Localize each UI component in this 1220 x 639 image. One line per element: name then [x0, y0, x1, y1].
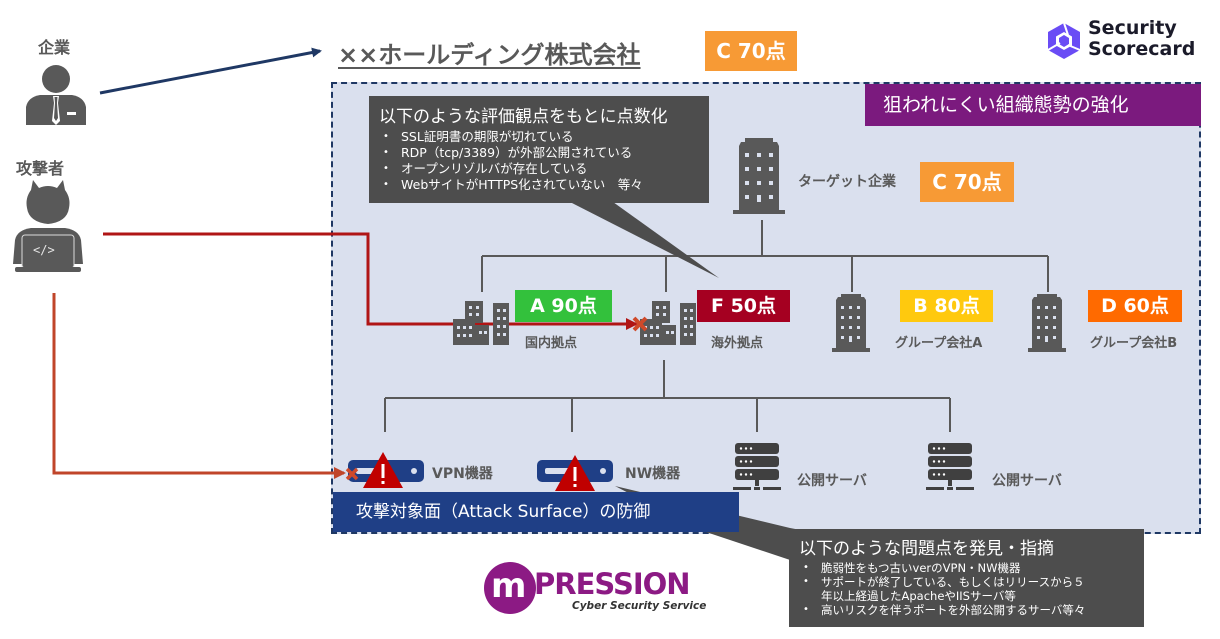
city-buildings-icon: [453, 301, 509, 345]
group-a-label: グループ会社A: [895, 336, 983, 351]
finding-item: 脆弱性をもつ古いverのVPN・NW機器: [799, 561, 1134, 575]
server-icon: [926, 443, 974, 490]
overseas-site-label: 海外拠点: [711, 336, 764, 351]
scoring-callout-title: 以下のような評価観点をもとに点数化: [379, 107, 668, 127]
ssc-line2: Scorecard: [1088, 38, 1196, 60]
hacker-icon: [13, 180, 83, 272]
securityscorecard-logo: Security Scorecard: [1046, 18, 1206, 64]
attack-surface-banner: 攻撃対象面（Attack Surface）の防御: [333, 492, 739, 532]
warning-triangle-icon: [555, 455, 595, 491]
overseas-site-score: F 50点: [697, 290, 790, 322]
blocked-x-icon: [345, 467, 359, 481]
group-a-score: B 80点: [900, 290, 993, 322]
mpression-m-mark: m: [491, 566, 527, 606]
scoring-item: オープンリゾルバが存在している: [379, 161, 699, 177]
scoring-item: RDP（tcp/3389）が外部公開されている: [379, 145, 699, 161]
office-building-icon: [832, 294, 870, 352]
holding-company-name: ××ホールディング株式会社: [338, 41, 641, 69]
findings-callout-title: 以下のような問題点を発見・指摘: [799, 539, 1054, 559]
domestic-site-label: 国内拠点: [525, 336, 578, 351]
holding-score-badge: C 70点: [705, 31, 797, 71]
target-company-label: ターゲット企業: [798, 174, 896, 190]
warning-triangle-icon: [363, 452, 403, 488]
org-posture-banner: 狙われにくい組織態勢の強化: [865, 84, 1201, 126]
nw-device-label: NW機器: [625, 466, 681, 482]
mpression-logo: m PRESSION Cyber Security Service: [484, 560, 714, 616]
scoring-item: WebサイトがHTTPS化されていない 等々: [379, 177, 699, 193]
mpression-tagline: Cyber Security Service: [572, 600, 707, 612]
scoring-criteria-callout: 以下のような評価観点をもとに点数化 SSL証明書の期限が切れている RDP（tc…: [369, 96, 709, 203]
attacker-label: 攻撃者: [16, 159, 65, 178]
company-to-holding-arrow: [99, 47, 322, 95]
office-building-icon: [733, 138, 785, 214]
laptop-code-glyph: </>: [33, 243, 55, 257]
finding-item-continuation: 年以上経過したApacheやIISサーバ等: [821, 589, 1016, 603]
finding-item: 高いリスクを伴うポートを外部公開するサーバ等々: [799, 603, 1134, 617]
office-building-icon: [1028, 294, 1066, 352]
securityscorecard-hexagon-icon: [1047, 22, 1081, 59]
vpn-device-label: VPN機器: [432, 466, 493, 482]
finding-item: サポートが終了している、もしくはリリースから５: [799, 575, 1134, 589]
target-company-score: C 70点: [920, 162, 1014, 202]
public-server-label: 公開サーバ: [992, 473, 1062, 489]
findings-callout: 以下のような問題点を発見・指摘 脆弱性をもつ古いverのVPN・NW機器 サポー…: [789, 529, 1144, 627]
ssc-line1: Security: [1088, 17, 1177, 39]
blocked-x-icon: [632, 316, 648, 332]
businessman-icon: [26, 65, 86, 125]
domestic-site-score: A 90点: [515, 290, 612, 322]
attack-path-vpn: [52, 293, 346, 479]
mpression-wordmark: PRESSION: [534, 567, 691, 601]
company-label: 企業: [38, 38, 71, 57]
server-icon: [733, 443, 781, 490]
group-b-score: D 60点: [1088, 290, 1182, 322]
public-server-label: 公開サーバ: [797, 473, 867, 489]
group-b-label: グループ会社B: [1090, 336, 1178, 351]
scoring-item: SSL証明書の期限が切れている: [379, 129, 699, 145]
